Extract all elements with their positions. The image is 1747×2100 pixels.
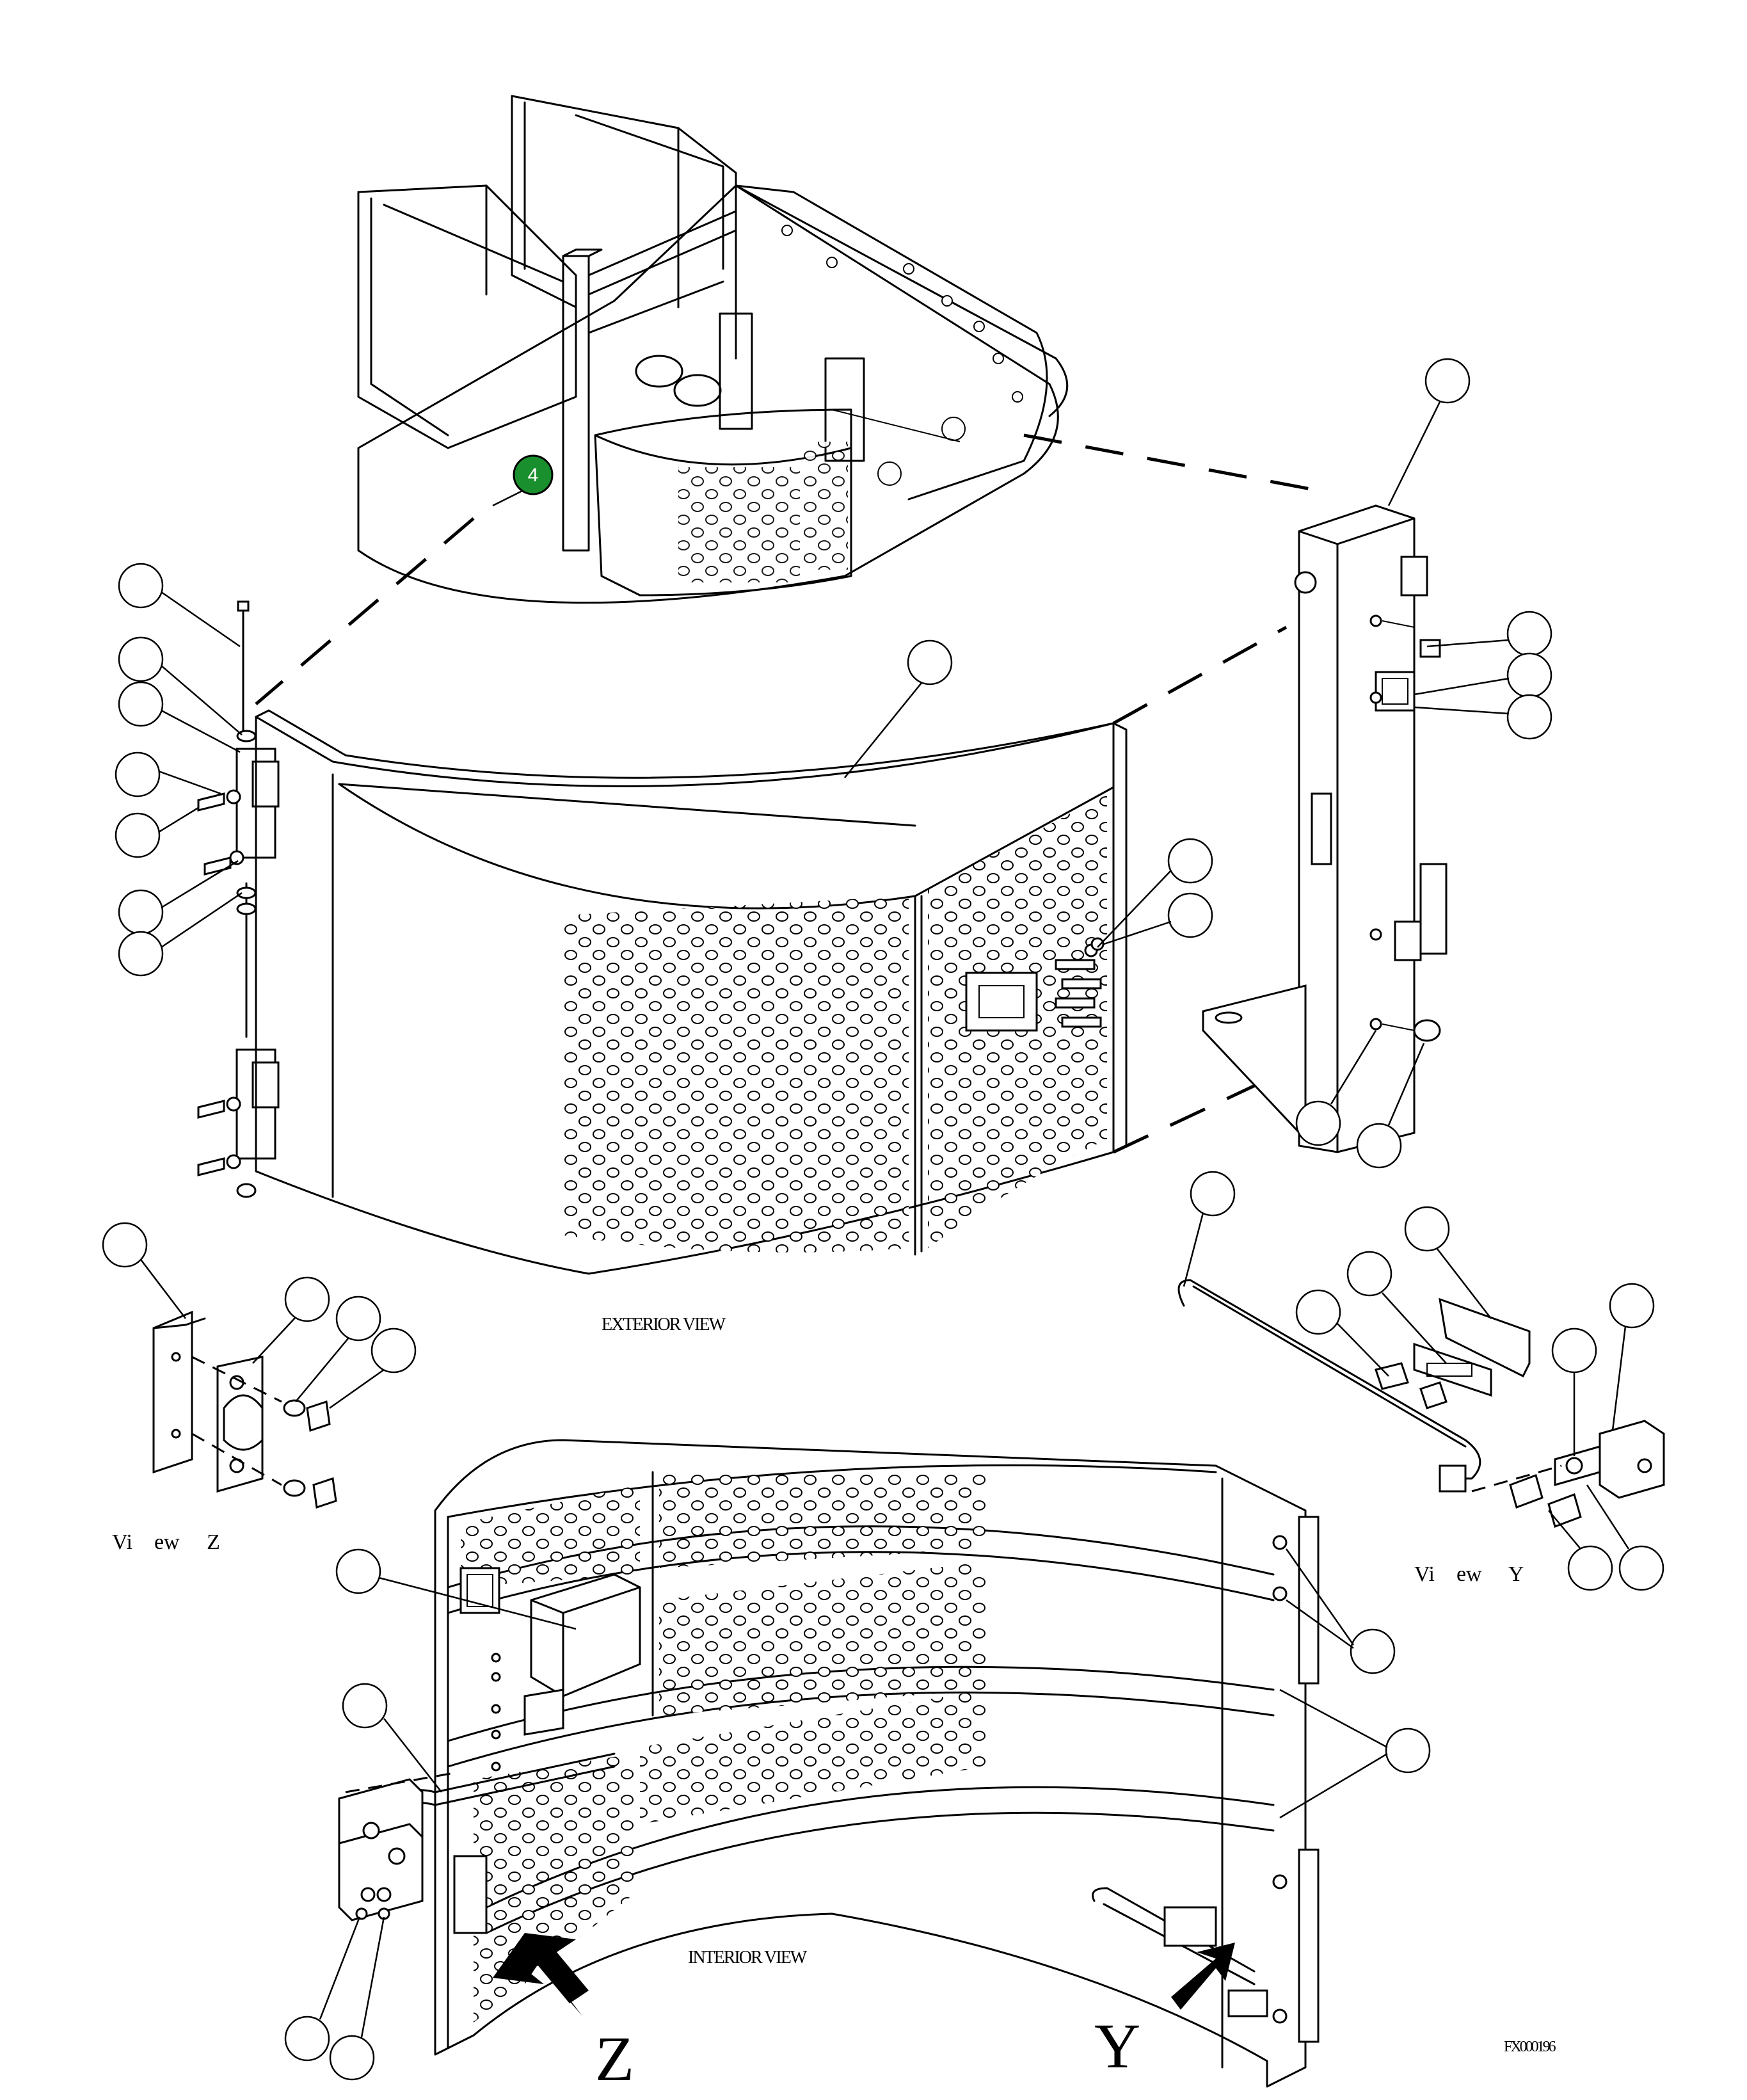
plate-holes [781, 225, 1023, 403]
callout-bubble[interactable] [102, 1222, 186, 1319]
callout-4-highlight[interactable]: 4 [492, 454, 554, 507]
callout-bubble[interactable] [1586, 1484, 1664, 1591]
callout-bubble[interactable] [1295, 1289, 1389, 1377]
arrow-y-label: Y [1094, 2010, 1139, 2081]
callout-bubble[interactable] [1295, 1030, 1377, 1146]
latch-post-assembly [1202, 504, 1448, 1153]
figure-code: FX000196 [1504, 2039, 1556, 2055]
callout-bubble[interactable] [1356, 1043, 1425, 1169]
interior-view-panel [395, 1439, 1320, 2088]
exterior-view-label: EXTERIOR VIEW [602, 1315, 726, 1335]
callout-bubble[interactable] [1279, 1688, 1431, 1819]
callout-bubble[interactable] [329, 1916, 385, 2081]
hinge-bolts [197, 789, 244, 1176]
arrow-z [493, 1933, 589, 2016]
post-hardware [1369, 614, 1441, 1042]
callout-bubble[interactable] [1346, 1251, 1447, 1364]
machine-frame-assembly [357, 95, 1069, 604]
interior-view-label: INTERIOR VIEW [688, 1948, 808, 1968]
callout-bubble[interactable] [118, 636, 243, 735]
callout-bubble[interactable] [118, 892, 243, 977]
callout-bubble[interactable] [1404, 1206, 1492, 1319]
callout-bubble[interactable] [342, 1683, 442, 1793]
callout-bubble[interactable] [1414, 694, 1552, 740]
callout-bubble[interactable] [115, 751, 221, 798]
exterior-bolts [1055, 937, 1105, 1028]
callout-bubble[interactable] [1285, 1548, 1396, 1674]
hinge-rail-assembly [197, 600, 280, 1198]
callout-bubble[interactable] [844, 639, 953, 778]
view-z-label: Vi ew Z [112, 1530, 220, 1554]
lower-hinge-detail [338, 1772, 455, 1921]
callout-bubble[interactable] [295, 1295, 381, 1402]
callout-bubble[interactable] [1387, 358, 1471, 506]
callout-4-number: 4 [528, 465, 539, 486]
callout-bubble[interactable] [329, 1327, 417, 1409]
view-y-detail [1177, 1279, 1665, 1528]
view-y-label: Vi ew Y [1414, 1562, 1524, 1586]
arrow-z-label: Z [595, 2023, 632, 2094]
callout-bubble[interactable] [1103, 892, 1213, 945]
callout-bubble[interactable] [252, 1276, 330, 1364]
callout-bubble[interactable] [118, 563, 241, 648]
arrow-y [1171, 1943, 1235, 2010]
callout-bubble[interactable] [284, 1916, 361, 2062]
callout-bubble[interactable] [335, 1548, 577, 1630]
callout-bubble[interactable] [1097, 838, 1213, 948]
interior-pins [491, 1653, 501, 1772]
callout-bubble[interactable] [1183, 1171, 1236, 1287]
callout-bubble[interactable] [1609, 1283, 1655, 1431]
callout-bubble[interactable] [118, 681, 241, 753]
callout-bubble[interactable] [1551, 1327, 1597, 1456]
callout-bubble[interactable] [1548, 1510, 1613, 1591]
callout-bubble[interactable] [118, 860, 239, 935]
callout-bubbles [102, 358, 1664, 2081]
view-z-detail [152, 1310, 337, 1509]
gear-marks [831, 409, 966, 486]
exterior-view-panel [255, 709, 1128, 1275]
callout-bubble[interactable] [115, 806, 199, 858]
callout-bubble[interactable] [1414, 652, 1552, 698]
callout-bubble[interactable] [1426, 611, 1552, 657]
